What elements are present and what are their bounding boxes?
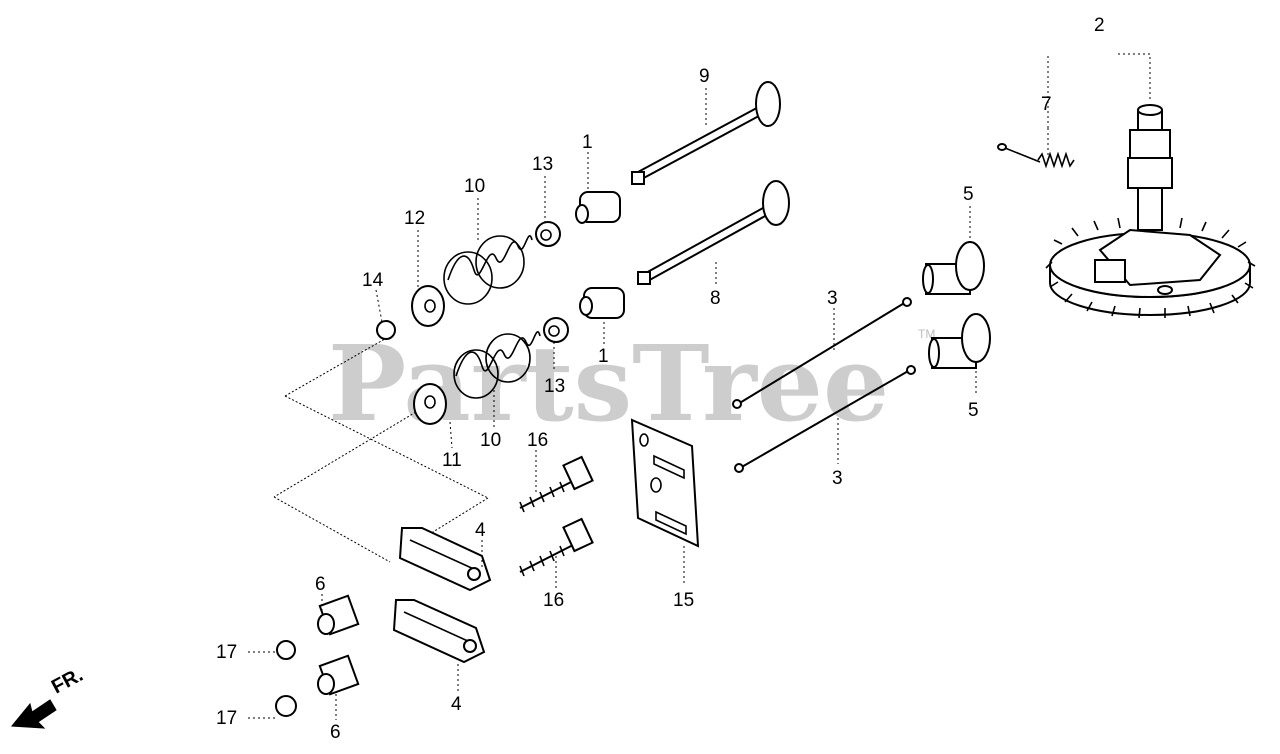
- assembly-guide-lines: [273, 335, 489, 563]
- part-3-push-rod-upper: [732, 297, 912, 409]
- callout-1: 1: [582, 132, 593, 153]
- part-13-seal-lower: [543, 317, 569, 343]
- callout-7: 7: [1041, 94, 1052, 115]
- part-3-push-rod-lower: [734, 365, 916, 473]
- callout-6: 6: [330, 722, 341, 743]
- watermark-text: PartsTree: [328, 322, 889, 445]
- callout-16: 16: [543, 590, 564, 611]
- part-4-rocker-upper: [398, 527, 492, 592]
- part-15-guide-plate: [630, 418, 700, 548]
- callout-labels: 2 7 9 13 1 10 12 14 5 8 3 1 13 10 11 5 3…: [216, 15, 1105, 743]
- callout-11: 11: [442, 450, 462, 471]
- front-arrow-icon: [10, 699, 57, 729]
- callout-17: 17: [216, 642, 237, 663]
- callout-13: 13: [544, 376, 565, 397]
- callout-9: 9: [699, 66, 710, 87]
- callout-17: 17: [216, 708, 237, 729]
- part-17-nut-upper: [276, 640, 296, 660]
- part-16-stud-lower: [519, 517, 594, 577]
- part-5-tappet-lower: [928, 313, 991, 369]
- callout-4: 4: [475, 520, 486, 541]
- callout-3: 3: [827, 288, 838, 309]
- callout-16: 16: [527, 430, 548, 451]
- callout-2: 2: [1094, 15, 1105, 36]
- part-6-pin-upper: [317, 594, 360, 636]
- watermark-trademark: TM: [918, 327, 935, 341]
- part-6-pin-lower: [317, 654, 360, 696]
- callout-14: 14: [362, 270, 384, 291]
- part-11-retainer: [413, 383, 447, 425]
- part-1-valve-guide-upper: [575, 191, 621, 224]
- callout-5: 5: [968, 400, 979, 421]
- part-17-nut-lower: [275, 695, 297, 717]
- callout-12: 12: [404, 208, 425, 229]
- leader-lines: [248, 53, 1151, 720]
- callout-8: 8: [710, 288, 721, 309]
- part-10-spring-upper: [443, 235, 533, 305]
- part-10-spring-lower: [453, 331, 541, 399]
- front-direction-indicator: FR.: [10, 664, 87, 729]
- front-label: FR.: [48, 664, 87, 699]
- part-12-retainer: [411, 285, 445, 327]
- part-5-tappet-upper: [922, 241, 985, 295]
- callout-4: 4: [451, 694, 462, 715]
- callout-1: 1: [598, 346, 609, 367]
- callout-6: 6: [315, 574, 326, 595]
- callout-15: 15: [673, 590, 694, 611]
- callout-13: 13: [532, 154, 553, 175]
- part-16-stud-upper: [519, 455, 594, 513]
- part-7-spring: [997, 143, 1075, 169]
- camshaft-gear: [1045, 104, 1256, 319]
- part-1-valve-guide-lower: [579, 287, 625, 319]
- part-4-rocker-lower: [392, 599, 486, 664]
- callout-5: 5: [963, 184, 974, 205]
- part-14-cap: [376, 320, 396, 340]
- callout-3: 3: [832, 468, 843, 489]
- part-8-valve: [637, 180, 790, 285]
- callout-10: 10: [480, 430, 501, 451]
- part-13-seal-upper: [535, 221, 561, 247]
- part-9-valve: [631, 81, 781, 185]
- callout-10: 10: [464, 176, 485, 197]
